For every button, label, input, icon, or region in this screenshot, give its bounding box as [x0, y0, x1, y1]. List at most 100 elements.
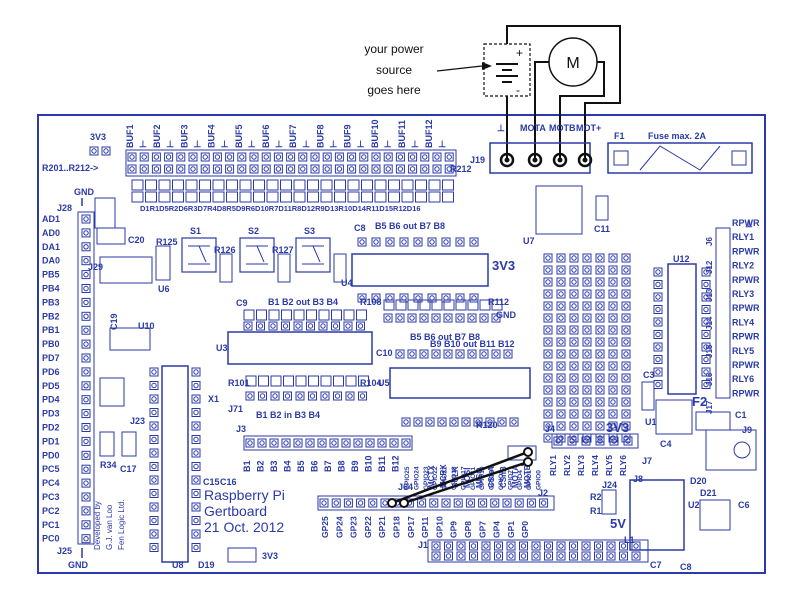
u4-pads [357, 237, 479, 303]
c11-label: C11 [594, 224, 610, 234]
j19-pins [499, 152, 593, 168]
u12-left-pad-5-sq [653, 330, 663, 339]
matrix-pad-14-2 [571, 423, 577, 429]
gpio-gp17: GP17 [406, 516, 416, 538]
j1-pad-0-6 [508, 543, 514, 549]
gpio-gp24: GP24 [334, 516, 344, 538]
mid-row2-pad-8 [481, 315, 487, 321]
buf-pin-0-13 [287, 154, 294, 160]
u4-bot-pad-0 [359, 295, 365, 301]
matrix-pad-9-6 [623, 363, 629, 369]
matrix-pad-4-6 [623, 303, 629, 309]
c6-label: C6 [738, 500, 750, 510]
u4-top-pad-8-sq [469, 237, 479, 247]
matrix-pad-12-6-sq [621, 397, 631, 407]
left-pad-1 [83, 216, 89, 222]
c17-part [121, 431, 137, 457]
matrix-pad-1-0 [545, 267, 551, 273]
matrix-pad-1-6-sq [621, 265, 631, 275]
j1-pad-1-0 [433, 553, 439, 559]
matrix-pad-11-5-sq [608, 385, 618, 395]
mid-row5-pad-7 [487, 419, 493, 425]
u8-left-pad-5-sq [149, 435, 159, 444]
matrix-pad-11-5 [610, 387, 616, 393]
relay-label-rly5: RLY5 [604, 455, 614, 476]
matrix-pad-12-1-sq [556, 397, 566, 407]
matrix-pad-5-6-sq [621, 313, 631, 323]
matrix-pad-11-6-sq [621, 385, 631, 395]
j1-pad-0-1 [445, 543, 452, 549]
j2-pad-9 [431, 500, 437, 506]
matrix-pad-4-3 [584, 303, 590, 309]
buf-pin-0-19 [361, 154, 367, 160]
res-1-14 [320, 191, 333, 203]
motplus-label: MOT+ [576, 123, 601, 133]
matrix-pad-12-2 [571, 399, 577, 405]
matrix-pad-9-2-sq [569, 361, 579, 371]
mid-row1-pad-5 [307, 323, 314, 329]
matrix-pad-10-3-sq [582, 373, 592, 383]
matrix-pad-4-5 [610, 303, 616, 309]
u5-label: U5 [378, 378, 390, 388]
gpio-gp9: GP9 [449, 521, 459, 538]
j1-pads [431, 541, 641, 561]
u4-top-pad-2 [387, 239, 393, 245]
j1-pad-1-6-sq [506, 551, 516, 561]
buf-pin-1-22 [397, 166, 404, 172]
mid-row1-pad-3-sq [281, 321, 290, 331]
right-pin-5: RLY3 [732, 289, 754, 299]
j3-label: J3 [236, 424, 246, 434]
u12-right-pad-6-sq [701, 342, 711, 352]
u12-left-pad-3-sq [653, 305, 663, 314]
u4-top-pad-3 [401, 239, 407, 245]
buf-pin-0-0-sq [127, 152, 137, 162]
c3-part [641, 381, 655, 411]
r120-label: R120 [476, 420, 498, 430]
mid-row4-9 [358, 375, 369, 387]
matrix-pad-4-0 [545, 303, 551, 309]
u8-left-pad-3 [151, 409, 157, 416]
buf-pin-1-0 [129, 166, 135, 172]
mid-row3-pad-4 [445, 351, 451, 357]
matrix-pad-2-4 [597, 279, 603, 285]
u12-left-pad-6 [655, 344, 661, 350]
matrix-pad-10-5 [610, 375, 616, 381]
j1-pad-0-14-sq [606, 541, 616, 551]
j3-pad-9 [355, 440, 361, 446]
right-j-j15: J15 [705, 344, 714, 358]
left-pad-12-sq [81, 367, 91, 377]
buf-pin-0-15-sq [310, 152, 320, 162]
matrix-pad-3-1-sq [556, 289, 566, 299]
mid-row4-1 [258, 375, 269, 387]
buf-pin-0-4-sq [176, 152, 186, 162]
relay-label-rly1: RLY1 [548, 455, 558, 476]
left-pin-pc5: PC5 [42, 464, 60, 474]
matrix-pad-11-1 [558, 387, 564, 393]
j1-pad-0-5-sq [494, 541, 503, 551]
res-1-12 [293, 191, 306, 203]
matrix-pad-8-0 [545, 351, 551, 357]
gpio-gp1: GP1 [506, 521, 516, 538]
b-in-bottom-label: B1 B2 in B3 B4 [256, 410, 320, 420]
matrix-pad-13-0-sq [543, 409, 553, 419]
j1-pad-0-11 [570, 543, 577, 549]
matrix-pad-9-3-sq [582, 361, 592, 371]
matrix-pad-2-0 [545, 279, 551, 285]
mid-row4-pad-4 [297, 393, 303, 399]
mid-row1-pad-7 [332, 323, 339, 329]
buf-label-6: BUF6 [261, 124, 271, 148]
u12-right-pad-8 [703, 369, 709, 375]
matrix-pad-11-0 [545, 387, 551, 393]
buf-pin-1-14-sq [298, 164, 308, 174]
buf-pin-1-2 [153, 166, 160, 172]
buf-pin-1-2-sq [151, 164, 161, 174]
buf-gnd-11: ⊥ [411, 139, 419, 149]
v3v3-pad-2 [103, 148, 109, 154]
matrix-pad-15-1 [558, 435, 564, 441]
mid-row4-pad-8 [347, 393, 353, 399]
matrix-pad-5-5-sq [608, 313, 618, 323]
gpio-long-gpio17: GPIO17 [460, 466, 467, 490]
mid-row2-pad-8-sq [479, 313, 489, 323]
j2-pad-10 [443, 500, 449, 506]
